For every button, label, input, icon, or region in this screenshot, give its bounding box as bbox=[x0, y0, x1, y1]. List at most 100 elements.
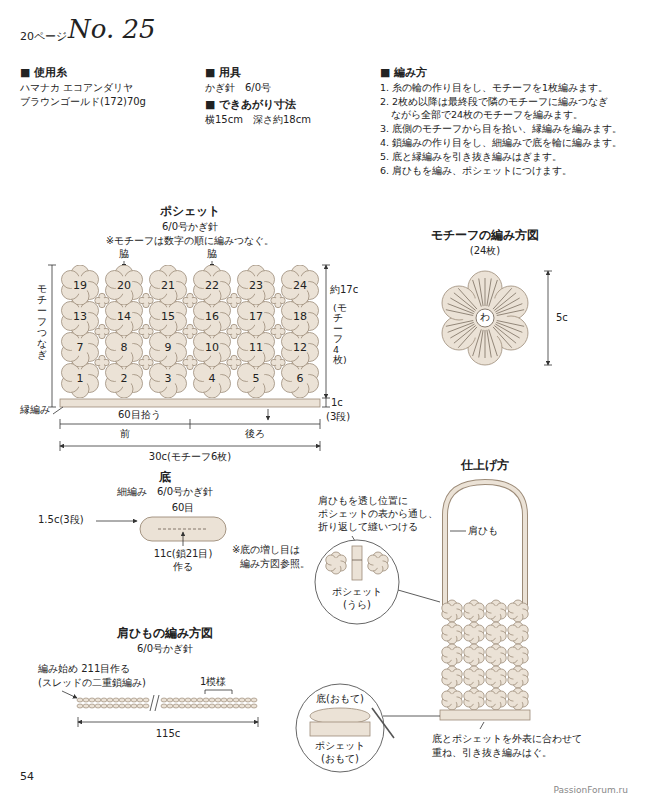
note-text: ポシェットの表から通し、 bbox=[318, 508, 438, 520]
chain-stitch bbox=[89, 704, 95, 708]
flower-center bbox=[491, 672, 501, 682]
step-text: 1. 糸の輪の作り目をし、モチーフを1枚編みます。 bbox=[380, 82, 608, 93]
chain-stitch bbox=[233, 698, 239, 702]
part-label: (おもて) bbox=[321, 753, 359, 765]
chain-stitch bbox=[119, 704, 125, 708]
flower-shape bbox=[508, 622, 528, 644]
motif-number: 23 bbox=[236, 265, 276, 305]
stitch-mark bbox=[450, 324, 474, 338]
stitch-mark bbox=[495, 298, 519, 312]
flower-shape bbox=[442, 688, 462, 710]
stitch-mark bbox=[448, 304, 474, 314]
flower-center bbox=[373, 558, 383, 568]
dimension-tick bbox=[322, 407, 330, 408]
leader-line bbox=[62, 691, 77, 698]
dimension-tick bbox=[60, 441, 61, 451]
chain-stitch bbox=[83, 704, 89, 708]
part-heading: 肩ひもの編み方図 bbox=[117, 626, 213, 640]
chain-stitch bbox=[221, 704, 227, 708]
note-text: ※底の増し目は bbox=[232, 544, 300, 556]
chain-stitch bbox=[131, 698, 137, 702]
flower-shape bbox=[442, 622, 462, 644]
section-heading: ■ できあがり寸法 bbox=[205, 98, 296, 111]
chain-stitch bbox=[203, 698, 209, 702]
flower-center bbox=[99, 298, 105, 304]
part-label: 縁編み bbox=[20, 404, 50, 416]
flower-center bbox=[491, 650, 501, 660]
flower-center bbox=[99, 329, 105, 335]
chain-stitch bbox=[215, 698, 221, 702]
chain-stitch bbox=[185, 698, 191, 702]
step-text: 5. 底と縁編みを引き抜き編みはぎます。 bbox=[380, 151, 562, 162]
flower-shape bbox=[442, 271, 528, 365]
stitch-mark bbox=[487, 330, 491, 358]
section-heading: ■ 編み方 bbox=[380, 66, 427, 79]
side-label: 脇 bbox=[119, 248, 129, 260]
stitch-mark bbox=[489, 329, 498, 356]
flower-shape bbox=[486, 600, 506, 622]
flower-center bbox=[513, 672, 523, 682]
tool-text: かぎ針 6/0号 bbox=[205, 82, 271, 94]
strap-end bbox=[352, 546, 362, 580]
tool-text: 細編み 6/0号かぎ針 bbox=[117, 486, 213, 498]
stitch-mark bbox=[497, 320, 524, 326]
chain-stitch bbox=[173, 704, 179, 708]
chain-stitch bbox=[101, 704, 107, 708]
note-text: 底とポシェットを外表に合わせて bbox=[432, 733, 582, 745]
dimension-label: 115c bbox=[156, 728, 181, 740]
stitch-mark bbox=[448, 322, 474, 332]
flower-center bbox=[99, 360, 105, 366]
stitch-mark bbox=[473, 329, 482, 356]
strap-dimension bbox=[78, 722, 258, 723]
motif-number: 21 bbox=[148, 265, 188, 305]
side-label: 後ろ bbox=[245, 428, 265, 440]
magic-ring bbox=[476, 309, 494, 327]
flower-shape bbox=[486, 688, 506, 710]
leader-line bbox=[96, 521, 137, 522]
chain-stitch bbox=[95, 698, 101, 702]
dimension-tick bbox=[322, 265, 330, 266]
stitch-mark bbox=[485, 330, 486, 358]
chain-stitch bbox=[233, 704, 239, 708]
motif-flower: 24 bbox=[280, 265, 320, 305]
chain-stitch bbox=[167, 698, 173, 702]
flower-center bbox=[275, 329, 281, 335]
chain-stitch bbox=[203, 704, 209, 708]
flower-center bbox=[447, 672, 457, 682]
shoulder-strap-fill bbox=[445, 482, 525, 605]
motif-number: 22 bbox=[192, 265, 232, 305]
chain-stitch bbox=[197, 698, 203, 702]
dimension-label: (3段) bbox=[326, 411, 350, 423]
side-mark bbox=[190, 419, 191, 429]
part-heading: モチーフの編み方図 bbox=[431, 228, 539, 242]
dimension-label: 約17c bbox=[330, 284, 358, 296]
chain-stitch bbox=[143, 704, 149, 708]
chain-stitch bbox=[197, 704, 203, 708]
dimension-label: 作る bbox=[173, 561, 193, 573]
chain-stitch bbox=[245, 704, 251, 708]
ring-label: わ bbox=[480, 311, 490, 323]
edging-band bbox=[60, 399, 320, 407]
stitch-count: 60目 bbox=[172, 502, 195, 514]
flower-center bbox=[469, 628, 479, 638]
motif-dimension bbox=[548, 271, 549, 365]
flower-center bbox=[143, 298, 149, 304]
part-label: ポシェット bbox=[332, 586, 382, 598]
leader-line bbox=[450, 531, 466, 532]
material-text: ハマナカ エコアンダリヤ bbox=[20, 82, 133, 94]
flower-center bbox=[447, 694, 457, 704]
flower-center bbox=[491, 628, 501, 638]
tool-text: 6/0号かぎ針 bbox=[137, 643, 193, 655]
flower-center bbox=[469, 672, 479, 682]
foundation-chain bbox=[158, 529, 208, 530]
part-heading: 仕上げ方 bbox=[461, 458, 509, 472]
flower-center bbox=[447, 650, 457, 660]
leader-line bbox=[183, 532, 184, 546]
watermark: PassionForum.ru bbox=[554, 785, 628, 796]
chain-stitch bbox=[191, 698, 197, 702]
chain-stitch bbox=[179, 698, 185, 702]
flower-shape bbox=[464, 600, 484, 622]
stitch-mark bbox=[446, 310, 473, 316]
note-text: (スレッドの二重鎖編み) bbox=[38, 677, 146, 689]
part-label: 肩ひも bbox=[468, 525, 498, 537]
